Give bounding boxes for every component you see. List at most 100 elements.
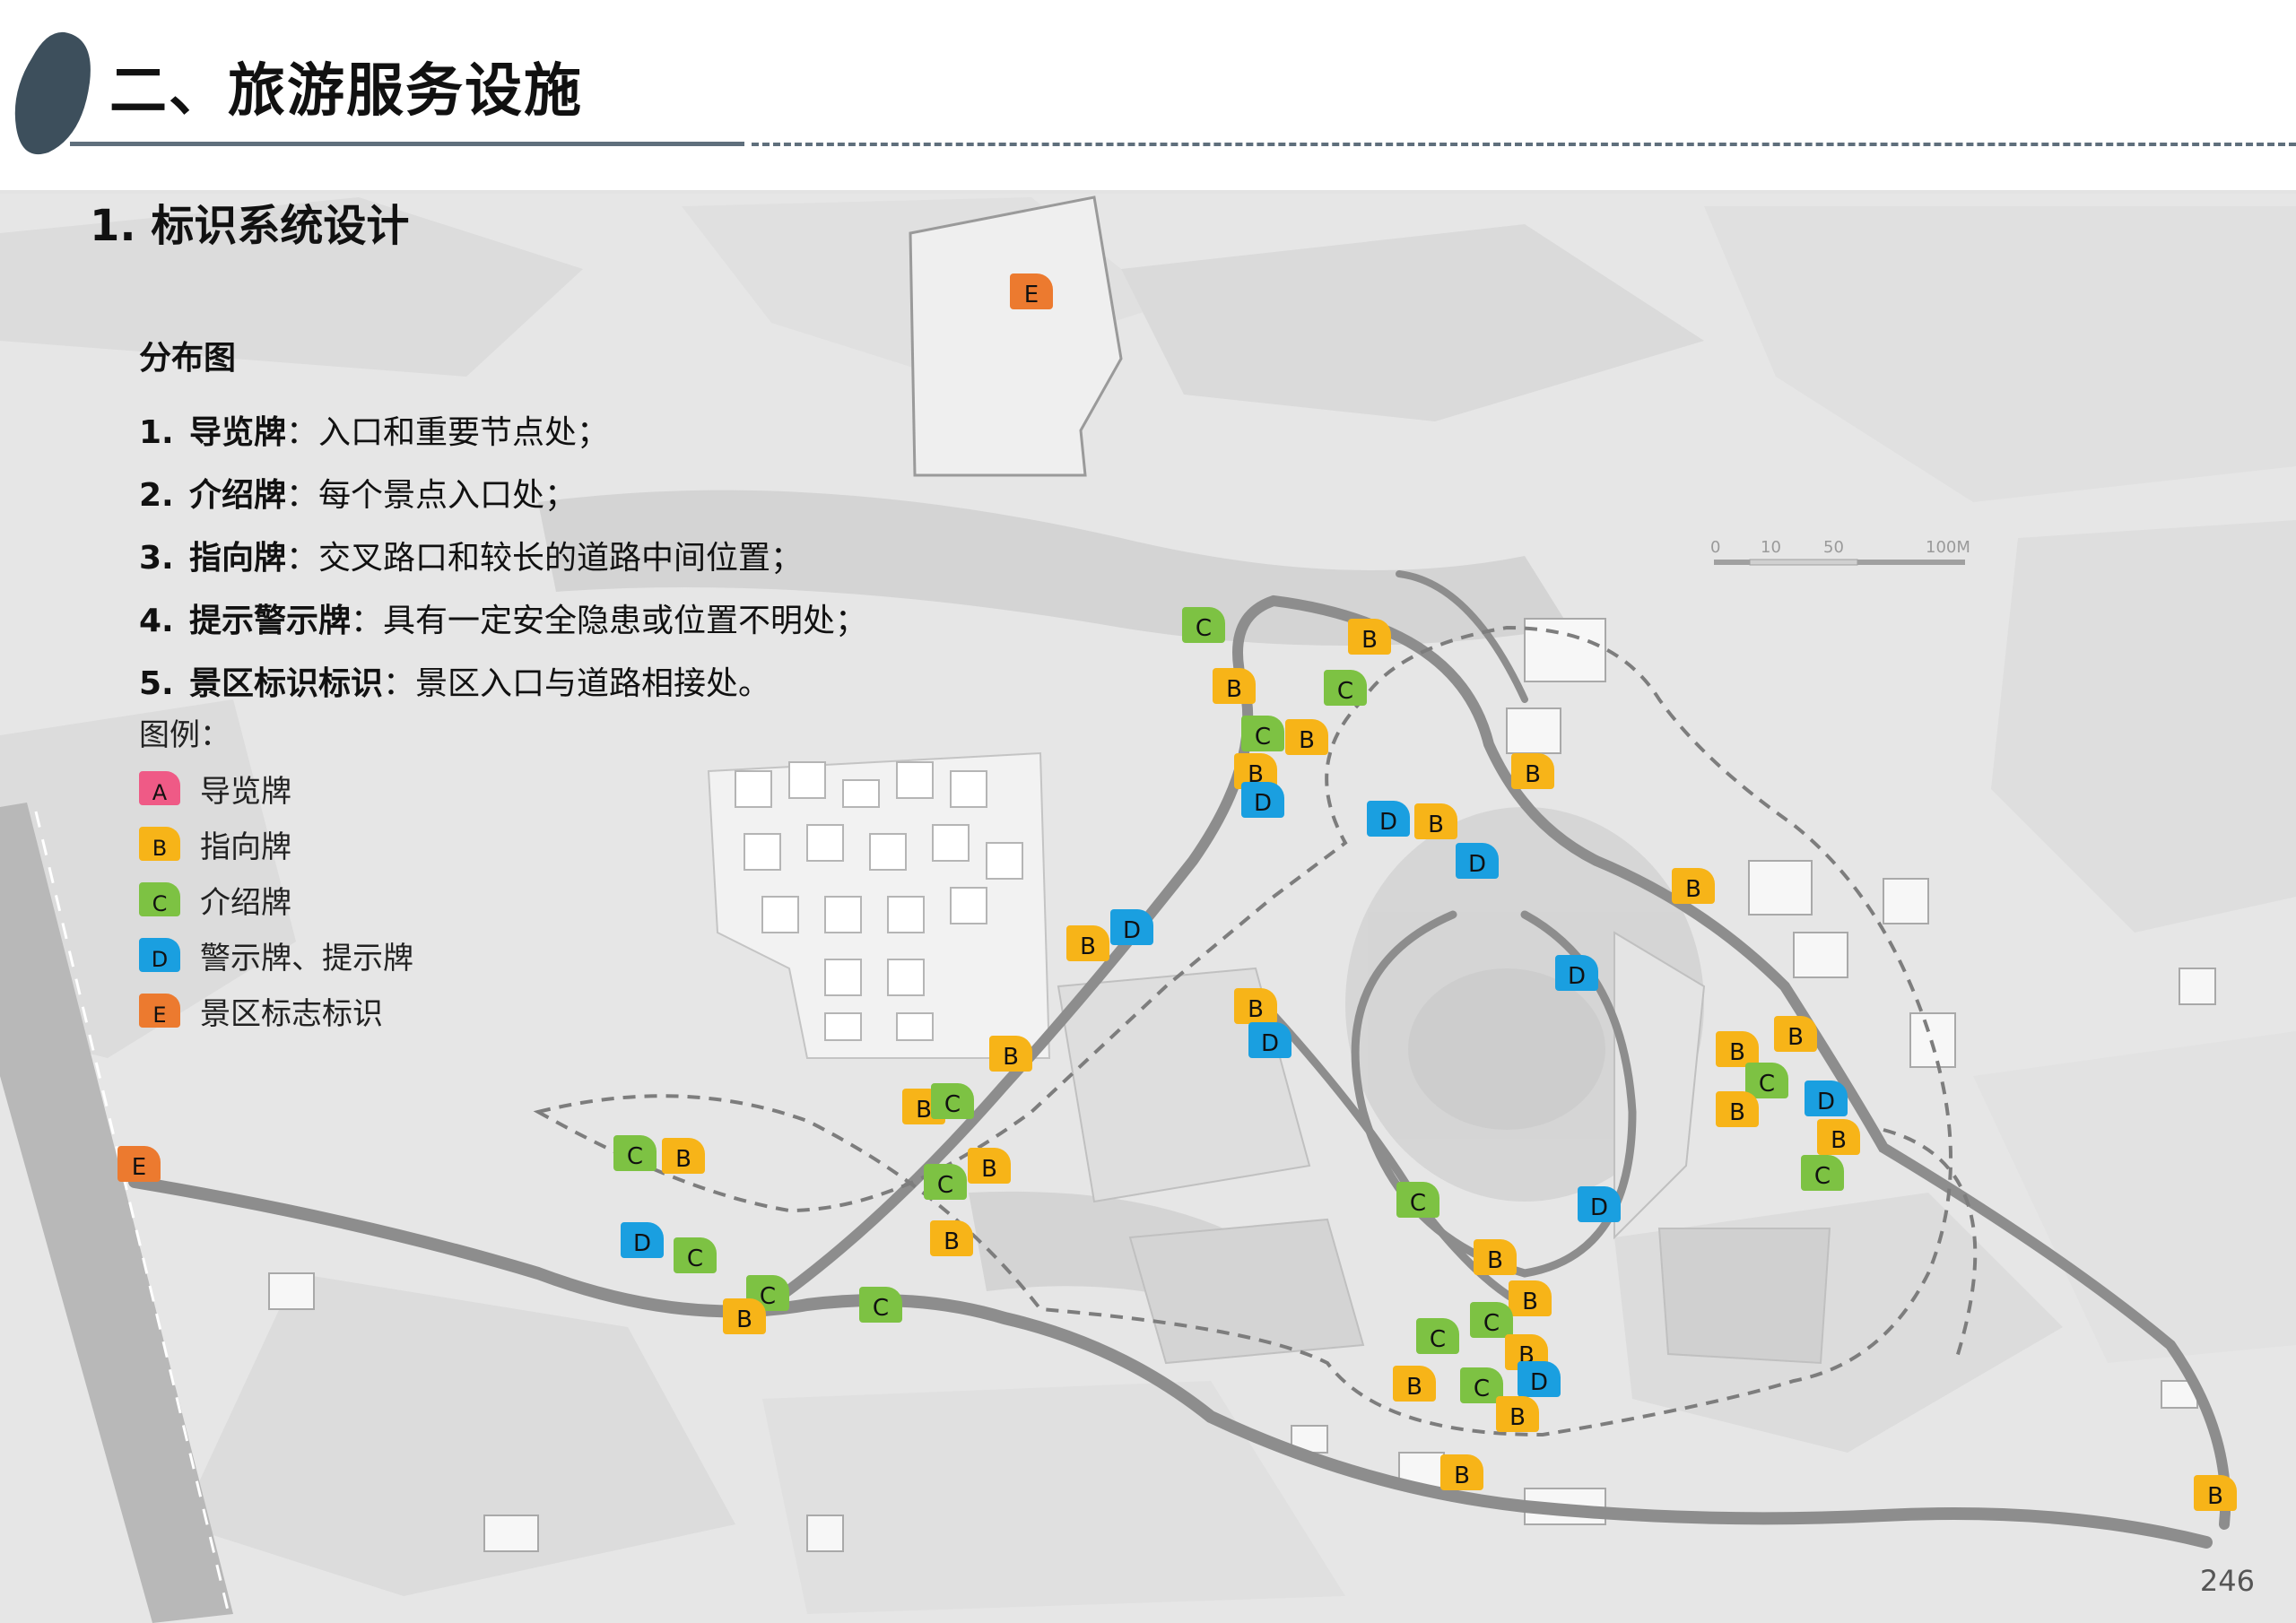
sign-marker-d[interactable]: D (1456, 843, 1499, 879)
sign-marker-d[interactable]: D (621, 1222, 664, 1258)
east-buildings (268, 618, 2216, 1552)
header-accent-shape (14, 31, 91, 155)
distribution-item-5: 5. 景区标识标识：景区入口与道路相接处。 (139, 653, 867, 716)
legend-title: 图例： (139, 717, 230, 753)
item-number: 2. (139, 477, 174, 514)
sign-marker-d[interactable]: D (1578, 1186, 1621, 1222)
item-text: ：景区入口与道路相接处。 (383, 665, 771, 702)
legend-item-e: E 景区标志标识 (139, 983, 867, 1038)
legend-swatch-a: A (139, 771, 180, 805)
item-label: 导览牌 (189, 414, 287, 451)
sign-marker-b[interactable]: B (662, 1138, 705, 1174)
sign-marker-c[interactable]: C (674, 1237, 717, 1273)
legend-item-b: B 指向牌 (139, 816, 867, 872)
highway-centerline (34, 811, 230, 1615)
scale-tick-100m: 100M (1926, 538, 1970, 557)
village-buildings (735, 761, 1023, 1041)
sign-marker-b[interactable]: B (1496, 1396, 1539, 1432)
sign-marker-b[interactable]: B (1234, 988, 1277, 1024)
sign-marker-b[interactable]: B (968, 1148, 1011, 1184)
distribution-title: 分布图 (139, 340, 237, 377)
sign-marker-b[interactable]: B (1474, 1239, 1517, 1275)
item-label: 指向牌 (189, 540, 287, 577)
sign-marker-b[interactable]: B (930, 1220, 973, 1256)
legend-swatch-e: E (139, 994, 180, 1028)
sign-marker-b[interactable]: B (1285, 719, 1328, 755)
map-base-layer (0, 194, 2296, 1623)
sign-marker-c[interactable]: C (931, 1083, 974, 1119)
item-text: ：交叉路口和较长的道路中间位置； (286, 540, 804, 577)
item-text: ：具有一定安全隐患或位置不明处； (351, 603, 868, 639)
sign-marker-d[interactable]: D (1110, 909, 1153, 945)
sign-marker-d[interactable]: D (1367, 801, 1410, 837)
sign-marker-c[interactable]: C (1416, 1318, 1459, 1354)
legend-swatch-b: B (139, 827, 180, 861)
sign-marker-b[interactable]: B (1817, 1119, 1860, 1155)
sign-marker-d[interactable]: D (1805, 1081, 1848, 1116)
distribution-item-3: 3.指向牌：交叉路口和较长的道路中间位置； (139, 527, 867, 590)
sign-marker-b[interactable]: B (2194, 1475, 2237, 1511)
sign-marker-b[interactable]: B (1672, 868, 1715, 904)
sign-marker-b[interactable]: B (723, 1298, 766, 1334)
legend: A 导览牌 B 指向牌 C 介绍牌 D 警示牌、提示牌 E 景区标志标识 (139, 760, 867, 1038)
header-divider (0, 190, 2296, 194)
sign-marker-c[interactable]: C (1241, 716, 1284, 751)
legend-swatch-c: C (139, 882, 180, 916)
sign-marker-b[interactable]: B (1509, 1280, 1552, 1316)
page-header: 二、旅游服务设施 (0, 0, 2296, 194)
sign-marker-b[interactable]: B (1774, 1016, 1817, 1052)
legend-swatch-d: D (139, 938, 180, 972)
sign-marker-d[interactable]: D (1248, 1022, 1292, 1058)
scale-bar-ticks: 0 10 50 100M (1709, 538, 1978, 558)
title-underline (70, 142, 744, 146)
sign-marker-e[interactable]: E (1010, 273, 1053, 309)
sign-marker-c[interactable]: C (1470, 1302, 1513, 1338)
sign-marker-d[interactable]: D (1555, 955, 1598, 991)
legend-item-a: A 导览牌 (139, 760, 867, 816)
page-number: 246 (2199, 1564, 2255, 1598)
section-subtitle: 1. 标识系统设计 (90, 201, 410, 251)
sign-marker-b[interactable]: B (1066, 925, 1109, 961)
distribution-item-1: 1.导览牌：入口和重要节点处； (139, 402, 867, 464)
scale-tick-0: 0 (1710, 538, 1721, 557)
sign-marker-b[interactable]: B (989, 1036, 1032, 1072)
farmland (1057, 931, 1831, 1365)
item-label: 提示警示牌 (189, 603, 352, 639)
item-number: 5. (139, 665, 174, 702)
sign-marker-b[interactable]: B (1440, 1454, 1483, 1490)
item-label: 景区标识标识 (189, 665, 384, 702)
sign-marker-c[interactable]: C (924, 1164, 967, 1200)
legend-label: 介绍牌 (200, 884, 291, 921)
sign-marker-b[interactable]: B (1414, 803, 1457, 839)
scale-tick-50: 50 (1823, 538, 1844, 557)
planning-boundary (533, 625, 1952, 1437)
legend-label: 导览牌 (200, 773, 291, 810)
legend-item-c: C 介绍牌 (139, 872, 867, 927)
item-text: ：每个景点入口处； (286, 477, 578, 514)
sign-marker-c[interactable]: C (859, 1287, 902, 1323)
sign-marker-c[interactable]: C (1182, 607, 1225, 643)
sign-marker-b[interactable]: B (1348, 619, 1391, 655)
sign-marker-c[interactable]: C (1745, 1063, 1788, 1098)
sign-marker-d[interactable]: D (1241, 782, 1284, 818)
item-number: 1. (139, 414, 174, 451)
page-title: 二、旅游服务设施 (109, 58, 583, 125)
legend-label: 警示牌、提示牌 (200, 940, 413, 976)
sign-marker-e[interactable]: E (117, 1146, 161, 1182)
sign-marker-c[interactable]: C (1324, 670, 1367, 706)
sign-marker-b[interactable]: B (1511, 753, 1554, 789)
sign-marker-b[interactable]: B (1393, 1366, 1436, 1402)
sign-marker-c[interactable]: C (1801, 1155, 1844, 1191)
sign-marker-b[interactable]: B (1716, 1031, 1759, 1067)
planning-boundary-east (1883, 1128, 1978, 1364)
sign-marker-b[interactable]: B (1213, 668, 1256, 704)
sign-marker-c[interactable]: C (613, 1135, 657, 1171)
distribution-item-2: 2. 介绍牌：每个景点入口处； (139, 464, 867, 527)
sign-marker-b[interactable]: B (1716, 1091, 1759, 1127)
sign-marker-d[interactable]: D (1518, 1361, 1561, 1397)
scale-bar-graphic (1714, 559, 1965, 566)
sign-marker-c[interactable]: C (1396, 1182, 1439, 1218)
legend-label: 景区标志标识 (200, 995, 383, 1032)
item-label: 介绍牌 (189, 477, 287, 514)
